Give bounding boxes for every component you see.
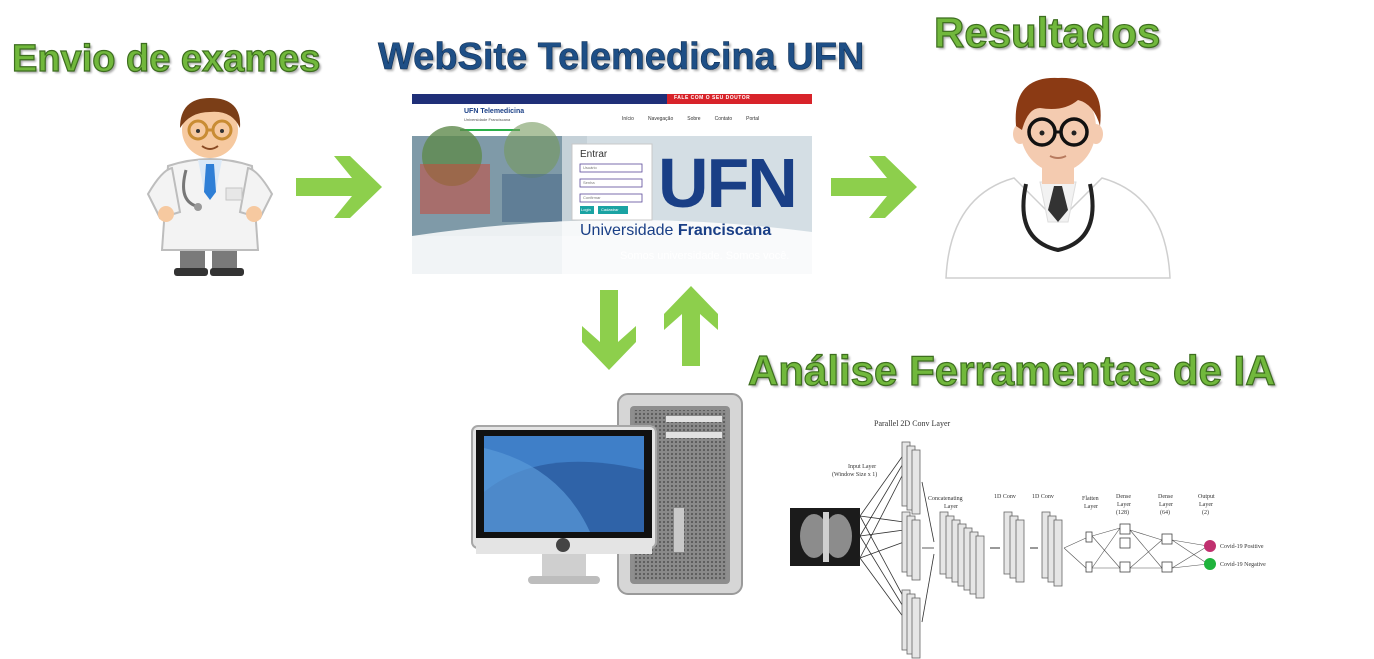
network-diagram: Parallel 2D Conv Layer Input Layer (Wind… [790,419,1266,659]
label-parallel-conv: Parallel 2D Conv Layer [874,419,951,428]
login-field-user[interactable]: Usuário [583,165,597,170]
label-flatten-2: Layer [1084,504,1098,510]
title-analise-ferramentas-ia: Análise Ferramentas de IA [747,347,1276,394]
login-field-confirm[interactable]: Confirmar [583,195,601,200]
brand-university-name-a: Universidade [580,222,678,239]
site-slogan: Somos universidade. Somos você. [620,250,790,262]
label-concat-2: Layer [944,504,958,510]
brand-university-name: Universidade Franciscana [580,222,771,240]
label-dense1-2: Layer [1117,502,1131,508]
label-dense2-2: Layer [1159,502,1173,508]
brand-university-name-b: Franciscana [677,222,772,239]
arrow-right-icon [831,156,917,218]
site-nav-item[interactable]: Sobre [687,116,701,122]
site-logo-subtext: Universidade Franciscana [464,117,511,122]
site-nav-item[interactable]: Portal [746,116,760,122]
site-nav-item[interactable]: Contato [714,116,733,122]
login-button[interactable]: Login [581,207,591,212]
title-envio-de-exames: Envio de exames [11,38,321,80]
brand-big-text: UFN [658,144,798,222]
login-title: Entrar [580,149,608,160]
output-positive-node [1204,540,1216,552]
label-dense2-1: Dense [1158,494,1173,500]
register-button[interactable]: Cadastrar [601,207,619,212]
label-conv1: 1D Conv [994,494,1016,500]
label-input-sub: (Window Size x 1) [832,471,877,478]
label-class-negative: Covid-19 Negative [1220,562,1266,568]
label-class-positive: Covid-19 Positive [1220,544,1264,550]
site-nav-item[interactable]: Início [622,116,634,122]
login-field-password[interactable]: Senha [583,180,595,185]
apple-logo-icon [556,538,570,552]
doctor-results-icon [945,77,1171,279]
label-flatten-1: Flatten [1082,496,1099,502]
label-output-1: Output [1198,494,1215,500]
label-dense2-3: (64) [1160,509,1170,516]
computer-icon [471,393,743,595]
site-nav: Início Navegação Sobre Contato Portal [622,116,759,122]
label-concat-1: Concatenating [928,496,963,502]
arrow-right-icon [296,156,382,218]
label-dense1-1: Dense [1116,494,1131,500]
label-output-2: Layer [1199,502,1213,508]
arrow-up-icon [664,286,718,366]
title-resultados: Resultados [933,9,1161,56]
label-dense1-3: (128) [1116,509,1129,516]
output-negative-node [1204,558,1216,570]
site-nav-item[interactable]: Navegação [647,116,674,122]
site-logo: UFN Telemedicina [464,108,525,115]
arrow-down-icon [582,290,636,370]
label-input-layer: Input Layer [848,464,876,470]
title-website-telemedicina: WebSite Telemedicina UFN [378,36,865,78]
doctor-sender-icon [146,98,274,276]
website-screenshot: FALE COM O SEU DOUTOR UFN Telemedicina U… [412,94,812,274]
label-output-3: (2) [1202,509,1209,516]
label-conv2: 1D Conv [1032,494,1054,500]
top-banner-text: FALE COM O SEU DOUTOR [674,95,751,101]
